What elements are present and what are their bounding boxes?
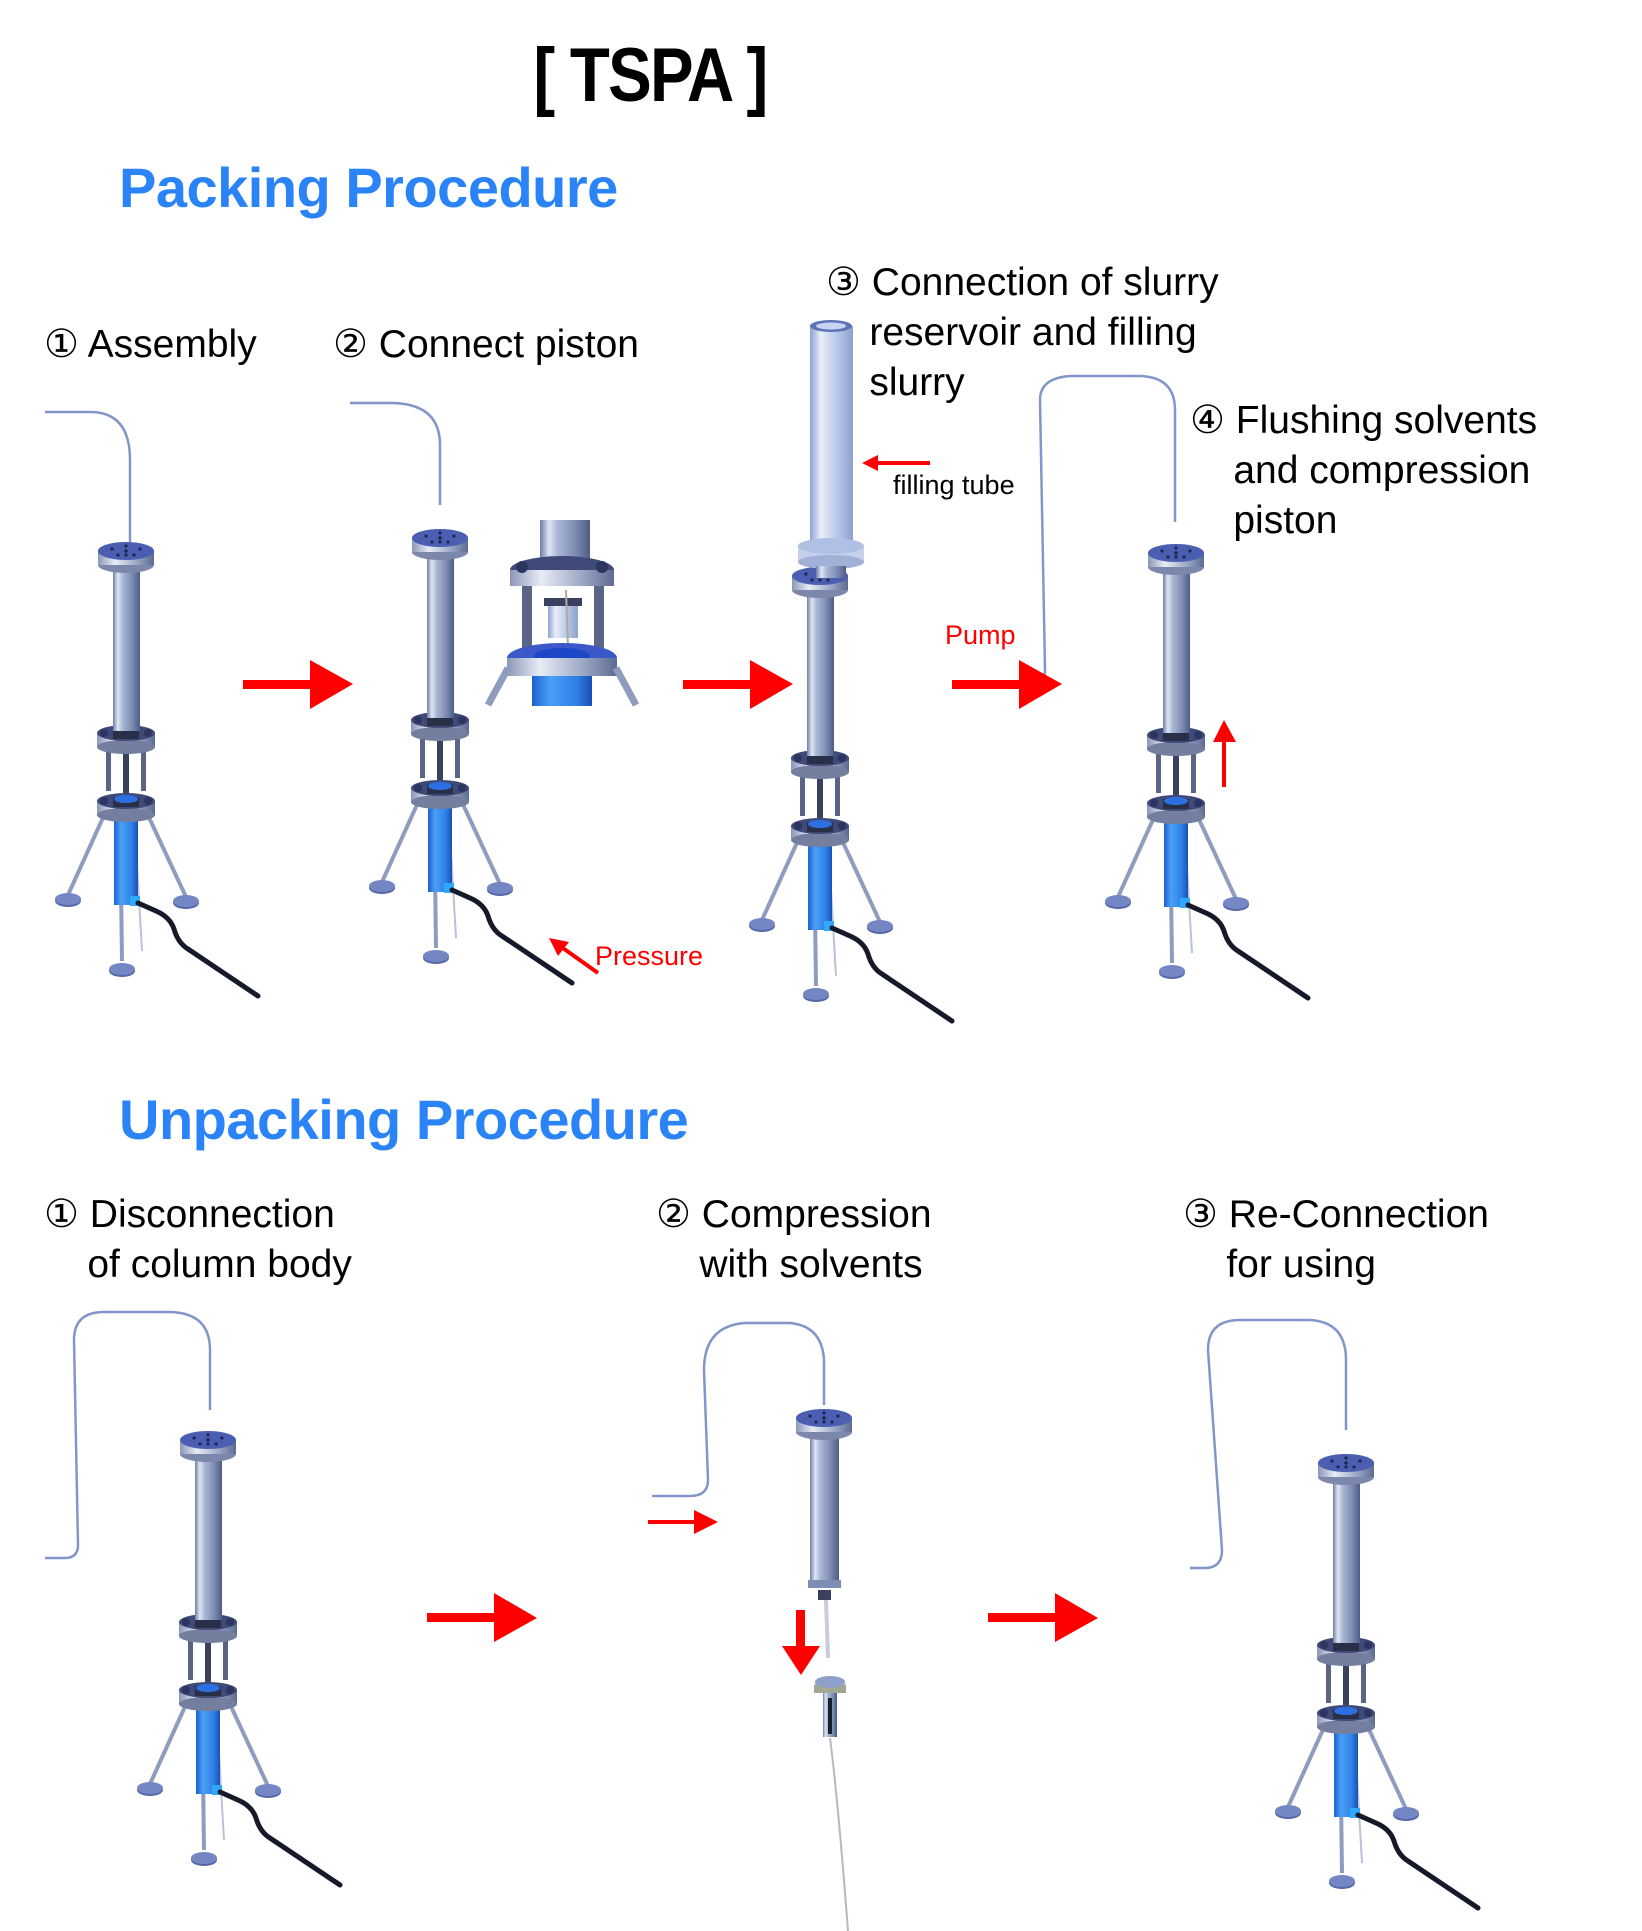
unpacking-step1-column — [45, 1310, 340, 1885]
packing-step1-column — [45, 410, 258, 996]
arrow-right-icon — [952, 660, 1062, 709]
page-title: [ TSPA ] — [533, 33, 768, 118]
pressure-label: Pressure — [595, 941, 704, 971]
packing-step-4-label: ④ Flushing solvents and compression pist… — [1190, 399, 1538, 542]
arrow-right-icon — [648, 1510, 718, 1534]
arrow-right-icon — [427, 1593, 537, 1642]
packing-step2-column — [350, 401, 572, 983]
pump-label: Pump — [945, 620, 1016, 650]
arrow-down-icon — [782, 1610, 820, 1675]
arrow-up-left-icon — [549, 938, 600, 975]
filling-tube-label: filling tube — [893, 470, 1015, 500]
unpacking-heading: Unpacking Procedure — [119, 1088, 689, 1151]
packing-heading: Packing Procedure — [119, 156, 618, 219]
unpacking-step2-column — [652, 1321, 852, 1931]
arrow-left-icon — [862, 455, 930, 471]
unpacking-step-2-label: ② Compression with solvents — [656, 1193, 932, 1286]
arrow-right-icon — [988, 1593, 1098, 1642]
packing-step-3-label: ③ Connection of slurry reservoir and fil… — [826, 261, 1219, 404]
packing-step-2-label: ② Connect piston — [333, 323, 639, 366]
arrow-up-icon — [1213, 720, 1236, 787]
packing-step-1-label: ① Assembly — [44, 323, 257, 366]
arrow-right-icon — [683, 660, 793, 709]
unpacking-step-3-label: ③ Re-Connection for using — [1183, 1193, 1489, 1286]
arrow-right-icon — [243, 660, 353, 709]
unpacking-step-1-label: ① Disconnection of column body — [44, 1193, 352, 1286]
packing-step3-column — [749, 320, 952, 1021]
piston-detail-inset — [484, 520, 640, 707]
unpacking-step3-column — [1190, 1318, 1478, 1908]
